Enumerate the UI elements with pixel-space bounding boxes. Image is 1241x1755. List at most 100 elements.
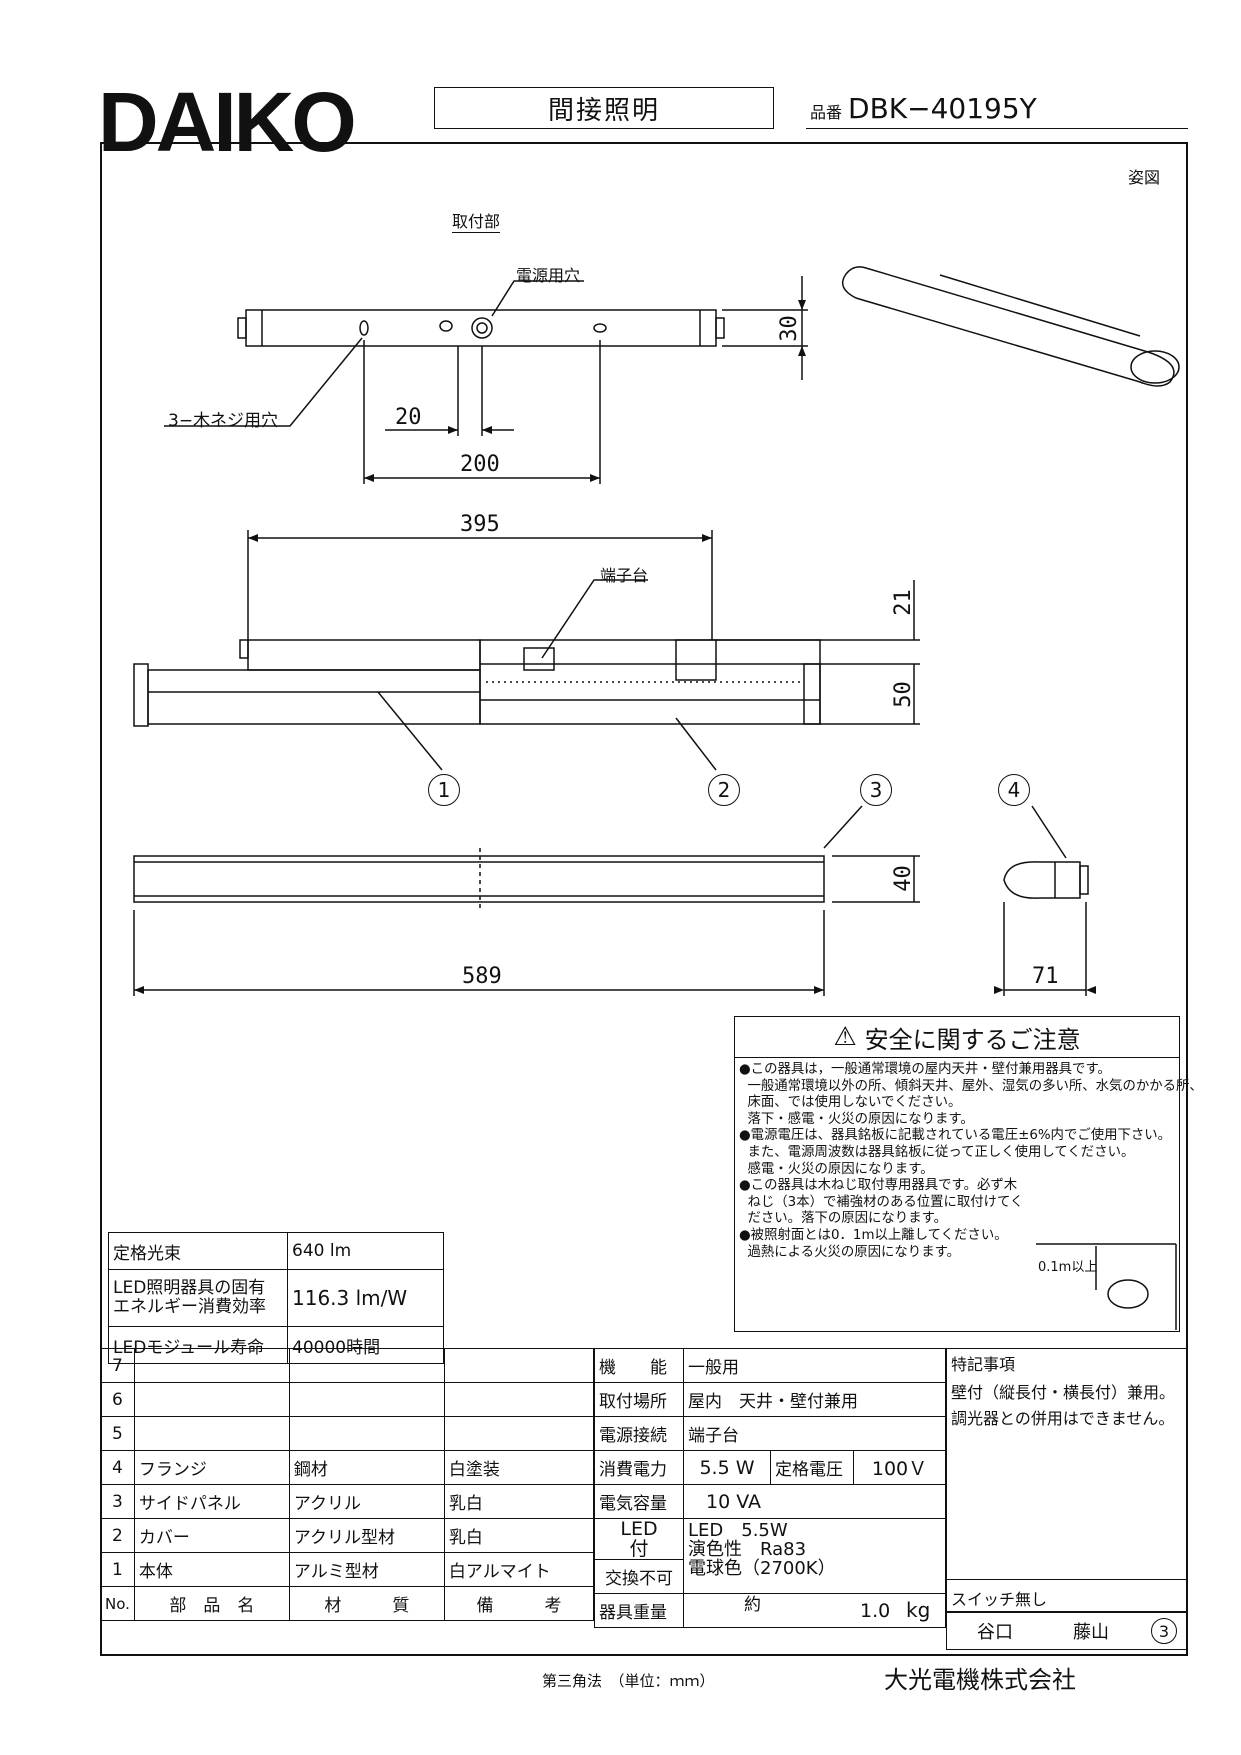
- table-row: 7: [100, 1348, 595, 1383]
- part-material: アクリル型材: [288, 1518, 445, 1553]
- bottom-view: [133, 848, 825, 910]
- mounting-label: 取付部: [452, 208, 501, 233]
- notes-title: 特記事項: [951, 1355, 1016, 1374]
- part-note: [443, 1416, 595, 1451]
- part-note: 白アルマイト: [443, 1552, 595, 1587]
- safety-line: 床面、では使用しないでください。: [739, 1095, 962, 1111]
- drawing-frame: [100, 142, 1188, 1656]
- part-name: 本体: [133, 1552, 290, 1587]
- spec-label: 定格光束: [108, 1232, 288, 1270]
- safety-line: また、電源周波数は器具銘板に従って正しく使用してください。: [739, 1144, 1135, 1160]
- power-hole-label: 電源用穴: [516, 266, 581, 285]
- part-material: [288, 1416, 445, 1451]
- notes-box: 特記事項 壁付（縦長付・横長付）兼用。 調光器との併用はできません。 スイッチ無…: [946, 1348, 1188, 1612]
- view-label: 姿図: [1128, 168, 1161, 187]
- part-name: サイドパネル: [133, 1484, 290, 1519]
- isometric-view: [841, 266, 1180, 387]
- part-no: 7: [100, 1348, 135, 1383]
- part-material: アクリル: [288, 1484, 445, 1519]
- part-number-underline: [806, 128, 1188, 129]
- dim-40: 40: [890, 865, 916, 892]
- consumption-value: 5.5 W: [683, 1450, 771, 1485]
- dim-30: 30: [776, 315, 802, 342]
- led-cri: 演色性 Ra83: [688, 1539, 807, 1560]
- safety-line: ねじ（3本）で補強材のある位置に取付けてく: [739, 1194, 1024, 1210]
- projection-note: 第三角法 （単位：ｍｍ）: [542, 1672, 715, 1690]
- function-value: 一般用: [683, 1348, 946, 1383]
- notes-line2: 調光器との併用はできません。: [951, 1409, 1175, 1428]
- mount-value: 屋内 天井・壁付兼用: [683, 1382, 946, 1417]
- table-row: 5: [100, 1416, 595, 1451]
- callout-1: 1: [428, 774, 460, 806]
- callout-3: 3: [860, 774, 892, 806]
- safety-line: ●この器具は，一般通常環境の屋内天井・壁付兼用器具です。: [739, 1062, 1111, 1077]
- safety-line: ●被照射面とは0．1m以上離してください。: [739, 1227, 1008, 1243]
- safety-line: ●この器具は木ねじ取付専用器具です。必ず木: [739, 1178, 1018, 1194]
- company-name: 大光電機株式会社: [884, 1666, 1076, 1694]
- function-label: 機 能: [594, 1348, 684, 1383]
- part-note: [443, 1382, 595, 1417]
- terminal-label: 端子台: [600, 566, 649, 585]
- dim-50: 50: [890, 681, 916, 708]
- callout-2: 2: [708, 774, 740, 806]
- dim-200: 200: [460, 452, 500, 477]
- revision-number: 3: [1151, 1618, 1177, 1644]
- front-section-view: [133, 639, 821, 727]
- part-material: 鋼材: [288, 1450, 445, 1485]
- part-material: アルミ型材: [288, 1552, 445, 1587]
- part-name: [133, 1348, 290, 1383]
- safety-line: 感電・火災の原因になります。: [739, 1161, 934, 1177]
- signature-b: 藤山: [1073, 1622, 1109, 1643]
- safety-line: 過熱による火災の原因になります。: [739, 1244, 961, 1260]
- safety-title: ⚠安全に関するご注意: [735, 1017, 1179, 1058]
- part-no: 1: [100, 1552, 135, 1587]
- part-note: 乳白: [443, 1518, 595, 1553]
- power-connection-label: 電源接続: [594, 1416, 684, 1451]
- signature-a: 谷口: [977, 1622, 1013, 1643]
- notes-line1: 壁付（縦長付・横長付）兼用。: [951, 1383, 1176, 1402]
- power-hole: [471, 317, 493, 339]
- mounting-bracket: [245, 309, 717, 347]
- capacity-value: 10 VA: [683, 1484, 946, 1519]
- part-material: [288, 1348, 445, 1383]
- spec-label: LED照明器具の固有 エネルギー消費効率: [108, 1269, 288, 1327]
- part-note: [443, 1348, 595, 1383]
- part-no: 5: [100, 1416, 135, 1451]
- led-spec: LED 5.5W: [688, 1520, 788, 1541]
- part-note: 乳白: [443, 1484, 595, 1519]
- spec-value: 116.3 lm/W: [287, 1269, 444, 1327]
- header-material: 材 質: [288, 1586, 445, 1621]
- warning-icon: ⚠: [833, 1022, 857, 1052]
- spec-value: 640 lm: [287, 1232, 444, 1270]
- dim-589: 589: [462, 964, 502, 989]
- dim-395: 395: [460, 512, 500, 537]
- screw-hole-label: 3−木ネジ用穴: [168, 411, 279, 431]
- safety-line: ●電源電圧は、器具銘板に記載されている電圧±6%内でご使用下さい。: [739, 1128, 1172, 1144]
- weight-label: 器具重量: [594, 1593, 684, 1628]
- part-no: 2: [100, 1518, 135, 1553]
- part-note: 白塗装: [443, 1450, 595, 1485]
- rated-voltage-label: 定格電圧: [770, 1450, 854, 1485]
- dim-71: 71: [1032, 964, 1059, 989]
- table-header-row: No.部 品 名材 質備 考: [100, 1586, 595, 1621]
- mount-label: 取付場所: [594, 1382, 684, 1417]
- part-name: カバー: [133, 1518, 290, 1553]
- document-title: 間接照明: [434, 87, 774, 129]
- callout-4: 4: [998, 774, 1030, 806]
- safety-line: 落下・感電・火災の原因になります。: [739, 1111, 974, 1127]
- clearance-label: 0.1m以上: [1038, 1260, 1098, 1275]
- notes-switch: スイッチ無し: [947, 1579, 1187, 1616]
- part-no: 6: [100, 1382, 135, 1417]
- part-no: 4: [100, 1450, 135, 1485]
- signature-row: 谷口 藤山 3: [946, 1612, 1188, 1650]
- replace-label: 交換不可: [594, 1559, 684, 1594]
- part-no: 3: [100, 1484, 135, 1519]
